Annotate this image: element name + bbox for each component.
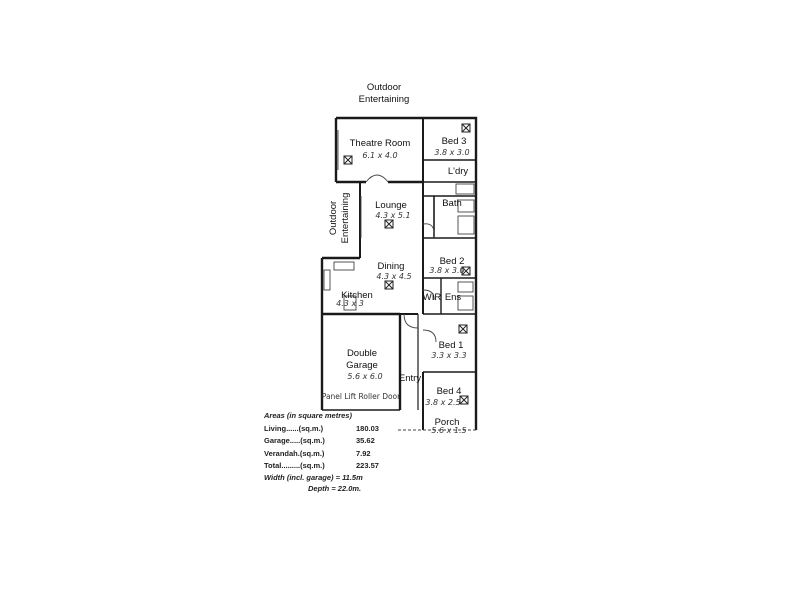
room-label-bath: Bath: [442, 198, 462, 209]
room-label-entry: Entry: [399, 373, 421, 384]
outdoor-entertaining-side-line2: Entertaining: [340, 193, 351, 244]
overall-dimensions: Width (incl. garage) = 11.5m Depth = 22.…: [264, 472, 363, 494]
areas-row-label: Verandah.(sq.m.): [264, 448, 325, 458]
room-dim-bed2: 3.8 x 3.0: [429, 266, 464, 275]
areas-row-value: 223.57: [356, 461, 379, 470]
areas-row: Garage.....(sq.m.) 35.62: [264, 435, 396, 448]
room-label-lounge: Lounge: [375, 200, 407, 211]
room-dim-porch: 5.6 x 1.5: [431, 426, 466, 435]
depth-dimension: Depth = 22.0m.: [308, 484, 362, 493]
width-dimension: Width (incl. garage) = 11.5m: [264, 473, 363, 482]
outdoor-entertaining-top-line2: Entertaining: [359, 94, 410, 105]
areas-row-value: 180.03: [356, 423, 379, 433]
smoke-detector-icon: [458, 324, 468, 334]
room-label-wir: WIR: [423, 292, 442, 303]
room-label-porch: Porch: [435, 417, 460, 428]
areas-row-value: 7.92: [356, 448, 371, 458]
outdoor-entertaining-top-line1: Outdoor: [367, 82, 401, 93]
room-label-laundry: L'dry: [448, 166, 469, 177]
room-dim-garage: 5.6 x 6.0: [347, 372, 382, 381]
areas-row-label: Living......(sq.m.): [264, 423, 324, 433]
room-label-kitchen: Kitchen: [341, 290, 373, 301]
garage-door-label: Panel Lift Roller Door: [322, 392, 401, 401]
areas-heading: Areas (in square metres): [264, 411, 352, 420]
room-dim-dining: 4.3 x 4.5: [376, 272, 411, 281]
areas-row: Total.........(sq.m.) 223.57: [264, 460, 396, 473]
room-label-garage-line2: Garage: [346, 360, 378, 371]
smoke-detector-icon: [384, 280, 394, 290]
smoke-detector-icon: [461, 123, 471, 133]
smoke-detector-icon: [461, 266, 471, 276]
room-dim-theatre: 6.1 x 4.0: [362, 151, 397, 160]
areas-row-label: Garage.....(sq.m.): [264, 436, 325, 445]
room-dim-kitchen: 4.3 x 3: [336, 299, 364, 308]
outdoor-entertaining-side-line1: Outdoor: [328, 201, 339, 235]
room-label-dining: Dining: [378, 261, 405, 272]
areas-row: Living......(sq.m.) 180.03: [264, 423, 396, 436]
room-label-bed3: Bed 3: [442, 136, 467, 147]
room-label-theatre: Theatre Room: [350, 138, 411, 149]
room-label-bed1: Bed 1: [439, 340, 464, 351]
room-dim-bed4: 3.8 x 2.5: [425, 398, 460, 407]
room-dim-bed1: 3.3 x 3.3: [431, 351, 466, 360]
room-label-garage-line1: Double: [347, 348, 377, 359]
smoke-detector-icon: [343, 155, 353, 165]
areas-table: Areas (in square metres) Living......(sq…: [264, 410, 396, 473]
room-dim-bed3: 3.8 x 3.0: [434, 148, 469, 157]
room-label-bed2: Bed 2: [440, 256, 465, 267]
interior-walls: [323, 118, 476, 431]
room-label-bed4: Bed 4: [437, 386, 462, 397]
room-label-ensuite: Ens: [445, 292, 462, 303]
areas-row-label: Total.........(sq.m.): [264, 461, 325, 470]
areas-row: Verandah.(sq.m.) 7.92: [264, 448, 396, 461]
smoke-detector-icon: [459, 395, 469, 405]
areas-row-value: 35.62: [356, 436, 375, 445]
outer-walls: [320, 116, 478, 430]
room-dim-lounge: 4.3 x 5.1: [375, 211, 410, 220]
smoke-detector-icon: [384, 219, 394, 229]
